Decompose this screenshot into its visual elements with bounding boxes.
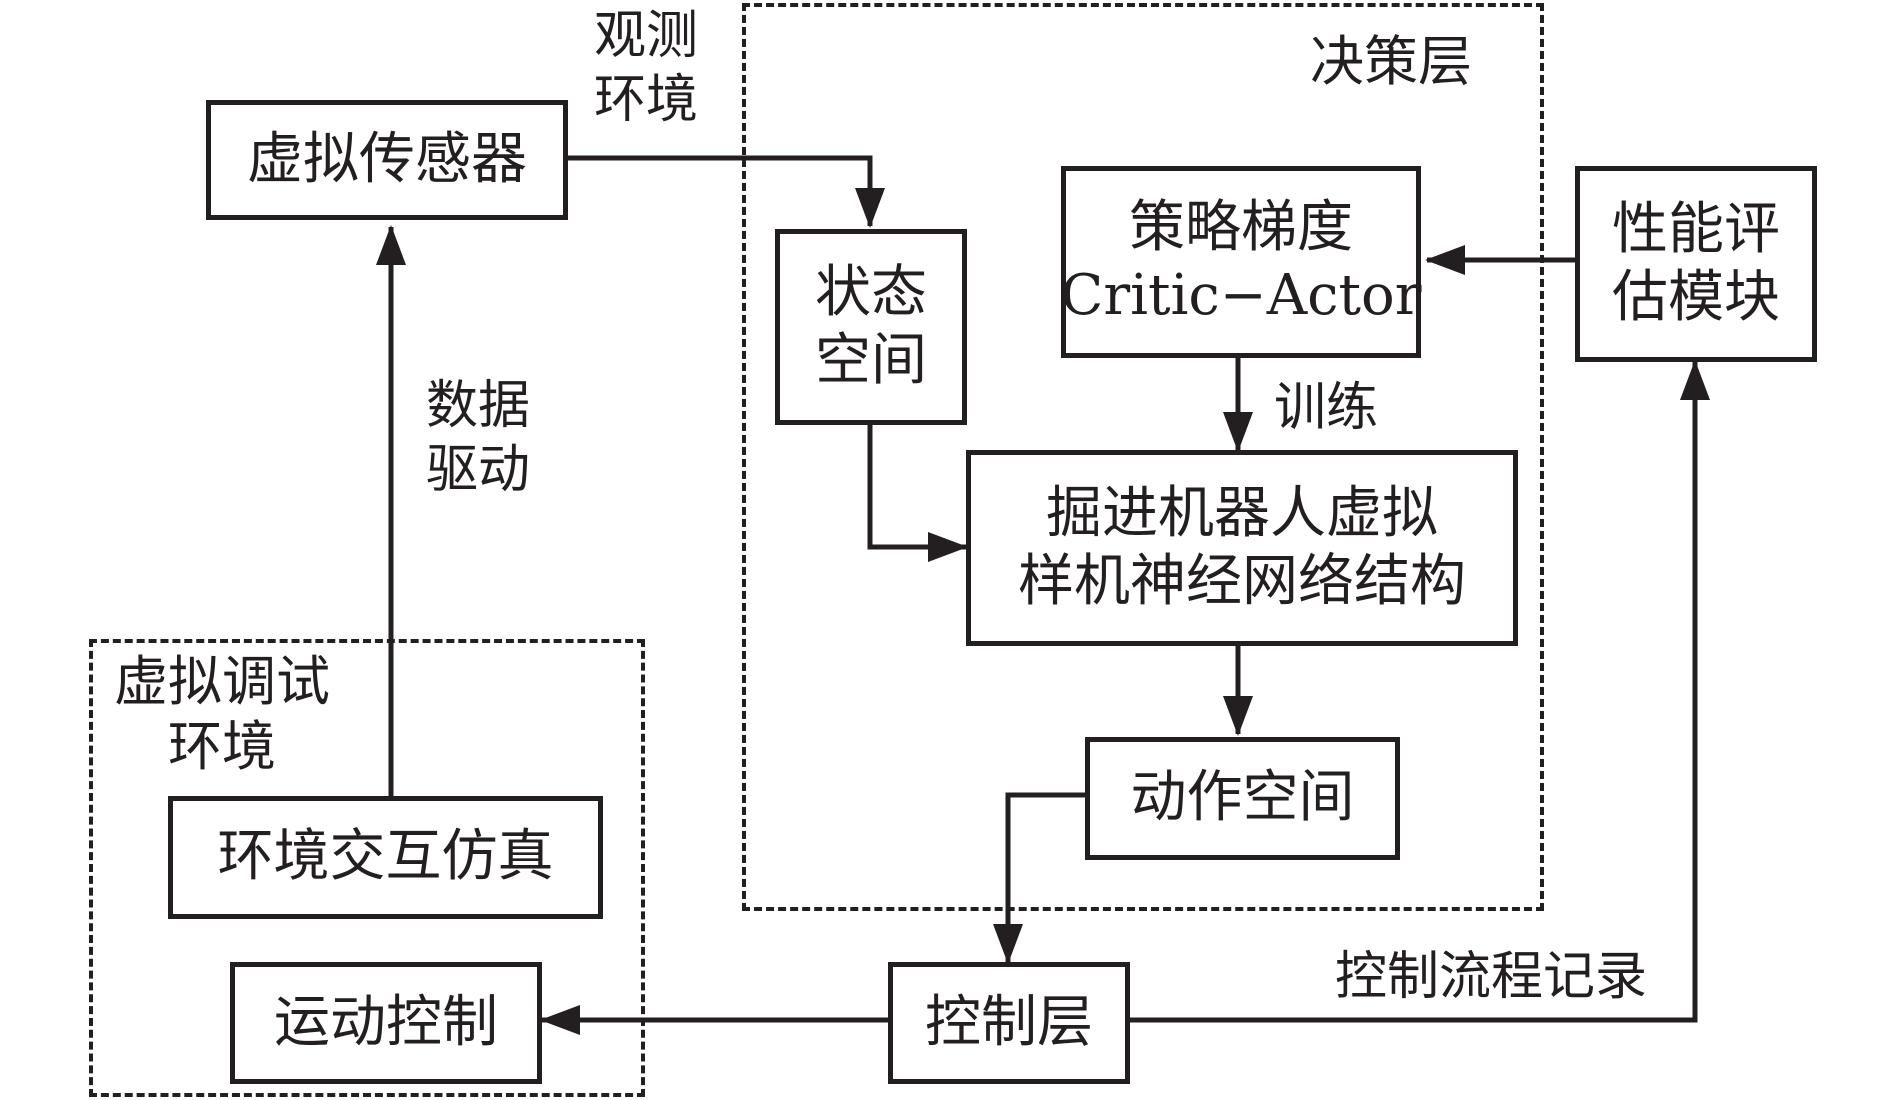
env-interaction-sim-node: 环境交互仿真 bbox=[168, 796, 603, 919]
decision-layer-title: 决策层 bbox=[1310, 30, 1472, 93]
virtual-debug-env-group bbox=[89, 639, 645, 1097]
state-space-node: 状态 空间 bbox=[775, 229, 967, 425]
action-space-node: 动作空间 bbox=[1085, 737, 1400, 860]
arrow-control-to-eval bbox=[1130, 360, 1710, 1023]
training-label: 训练 bbox=[1274, 378, 1379, 438]
arrow-state-to-nn bbox=[867, 424, 968, 562]
performance-eval-node: 性能评 估模块 bbox=[1575, 166, 1817, 362]
policy-gradient-node: 策略梯度 Critic−Actor bbox=[1060, 166, 1422, 358]
observe-env-label: 观测 环境 bbox=[594, 6, 699, 131]
data-driven-label: 数据 驱动 bbox=[426, 376, 531, 501]
robot-nn-structure-node: 掘进机器人虚拟 样机神经网络结构 bbox=[966, 450, 1518, 646]
decision-layer-group bbox=[742, 3, 1544, 911]
motion-control-node: 运动控制 bbox=[230, 962, 542, 1084]
virtual-sensor-node: 虚拟传感器 bbox=[206, 100, 568, 220]
control-flow-record-label: 控制流程记录 bbox=[1335, 947, 1648, 1007]
virtual-debug-env-title: 虚拟调试 环境 bbox=[114, 650, 330, 778]
arrow-action-to-control bbox=[993, 792, 1085, 964]
control-layer-node: 控制层 bbox=[888, 962, 1130, 1084]
arrow-sensor-to-state bbox=[568, 155, 885, 228]
